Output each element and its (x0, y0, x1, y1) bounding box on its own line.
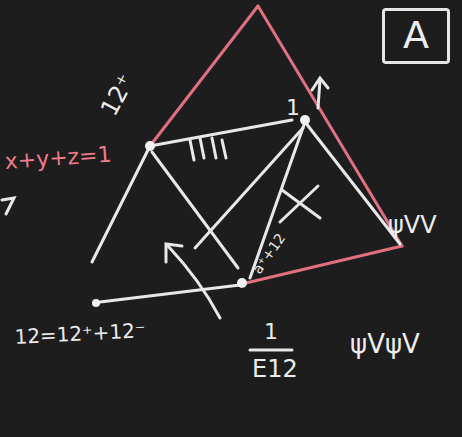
chalk-label: ψVV (388, 212, 437, 238)
chalk-label: a⁺+12 (250, 231, 289, 277)
chalk-label: 12⁺ (96, 70, 140, 121)
vertex-dots (92, 115, 310, 307)
outer-triangle (150, 6, 402, 283)
chalk-label: E12 (252, 356, 298, 382)
chalk-label: 12=12⁺+12⁻ (14, 319, 146, 348)
chalk-lines (2, 78, 400, 350)
chalk-label: 1 (286, 96, 300, 120)
chalk-label: 1 (264, 320, 278, 344)
chalk-label: x+y+z=1 (4, 143, 112, 175)
box-text: A (403, 15, 429, 57)
chalk-label: ψVψV (350, 330, 420, 359)
boxed-letter: A (382, 8, 450, 64)
